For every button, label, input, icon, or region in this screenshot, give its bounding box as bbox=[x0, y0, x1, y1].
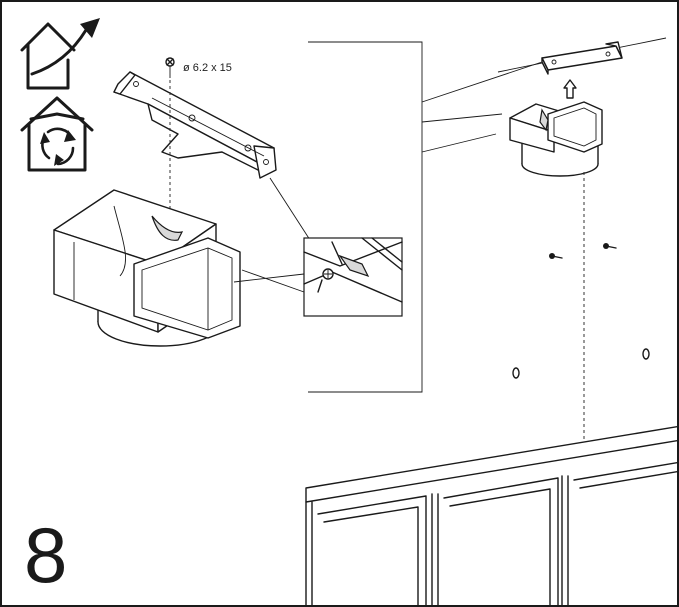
wall-hole-left bbox=[512, 367, 520, 379]
callout-bracket-lines bbox=[308, 41, 543, 393]
duct-adapter-mounted bbox=[509, 101, 603, 177]
duct-adapter bbox=[53, 189, 241, 347]
wall-screw-left bbox=[549, 253, 563, 259]
step-number: 8 bbox=[24, 511, 68, 599]
detail-inset bbox=[233, 177, 403, 317]
up-arrow-icon bbox=[563, 79, 577, 99]
wall-cabinets bbox=[305, 425, 677, 605]
wall-hole-right bbox=[642, 348, 650, 360]
house-recirculation-icon bbox=[20, 96, 94, 172]
screw-size-label: ø 6.2 x 15 bbox=[183, 62, 232, 74]
mounting-bracket bbox=[113, 71, 277, 179]
ceiling-bracket bbox=[541, 41, 623, 75]
house-extraction-icon bbox=[20, 18, 100, 90]
wall-screw-right bbox=[603, 243, 617, 249]
screw-icon bbox=[165, 57, 175, 78]
